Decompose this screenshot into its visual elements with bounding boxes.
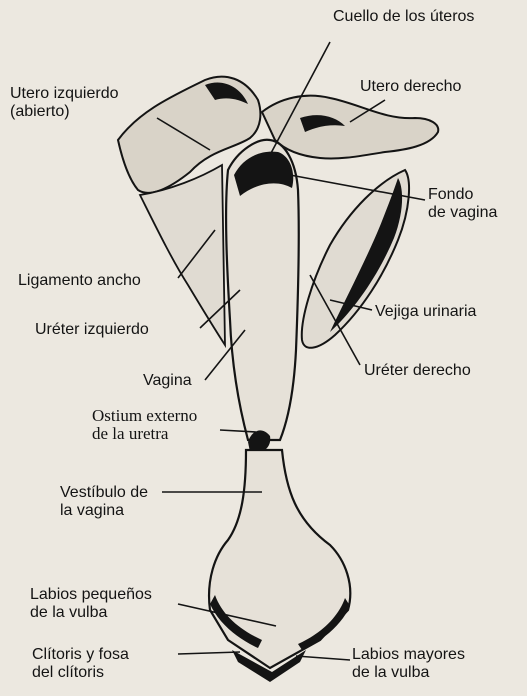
label-labios-mayores-line2: de la vulba	[352, 664, 465, 682]
label-vestibulo: Vestíbulo de la vagina	[60, 484, 148, 520]
label-clitoris-line1: Clítoris y fosa	[32, 646, 129, 664]
label-ostium: Ostium externo de la uretra	[92, 407, 197, 443]
label-labios-mayores-line1: Labios mayores	[352, 646, 465, 664]
label-cuello: Cuello de los úteros	[333, 8, 474, 26]
vestibule-shape	[209, 450, 350, 668]
label-fondo-line2: de vagina	[428, 204, 497, 222]
label-ureter-izquierdo: Uréter izquierdo	[35, 321, 149, 339]
label-fondo-vagina: Fondo de vagina	[428, 186, 497, 222]
label-utero-izquierdo: Utero izquierdo (abierto)	[10, 85, 119, 121]
label-vagina: Vagina	[143, 372, 192, 390]
label-labios-pequenos-line2: de la vulba	[30, 604, 152, 622]
label-vestibulo-line1: Vestíbulo de	[60, 484, 148, 502]
label-utero-izquierdo-line1: Utero izquierdo	[10, 85, 119, 103]
label-clitoris-line2: del clítoris	[32, 664, 129, 682]
label-labios-pequenos-line1: Labios pequeños	[30, 586, 152, 604]
label-ligamento-ancho: Ligamento ancho	[18, 272, 141, 290]
label-labios-mayores: Labios mayores de la vulba	[352, 646, 465, 682]
label-labios-pequenos: Labios pequeños de la vulba	[30, 586, 152, 622]
label-vestibulo-line2: la vagina	[60, 502, 148, 520]
label-ostium-line1: Ostium externo	[92, 407, 197, 425]
label-utero-derecho: Utero derecho	[360, 78, 461, 96]
right-uterus-shape	[262, 96, 438, 159]
label-utero-izquierdo-line2: (abierto)	[10, 103, 119, 121]
label-clitoris: Clítoris y fosa del clítoris	[32, 646, 129, 682]
label-ostium-line2: de la uretra	[92, 425, 197, 443]
label-ureter-derecho: Uréter derecho	[364, 362, 471, 380]
broad-ligament-shape	[140, 165, 225, 345]
label-vejiga-urinaria: Vejiga urinaria	[375, 303, 476, 321]
label-fondo-line1: Fondo	[428, 186, 497, 204]
